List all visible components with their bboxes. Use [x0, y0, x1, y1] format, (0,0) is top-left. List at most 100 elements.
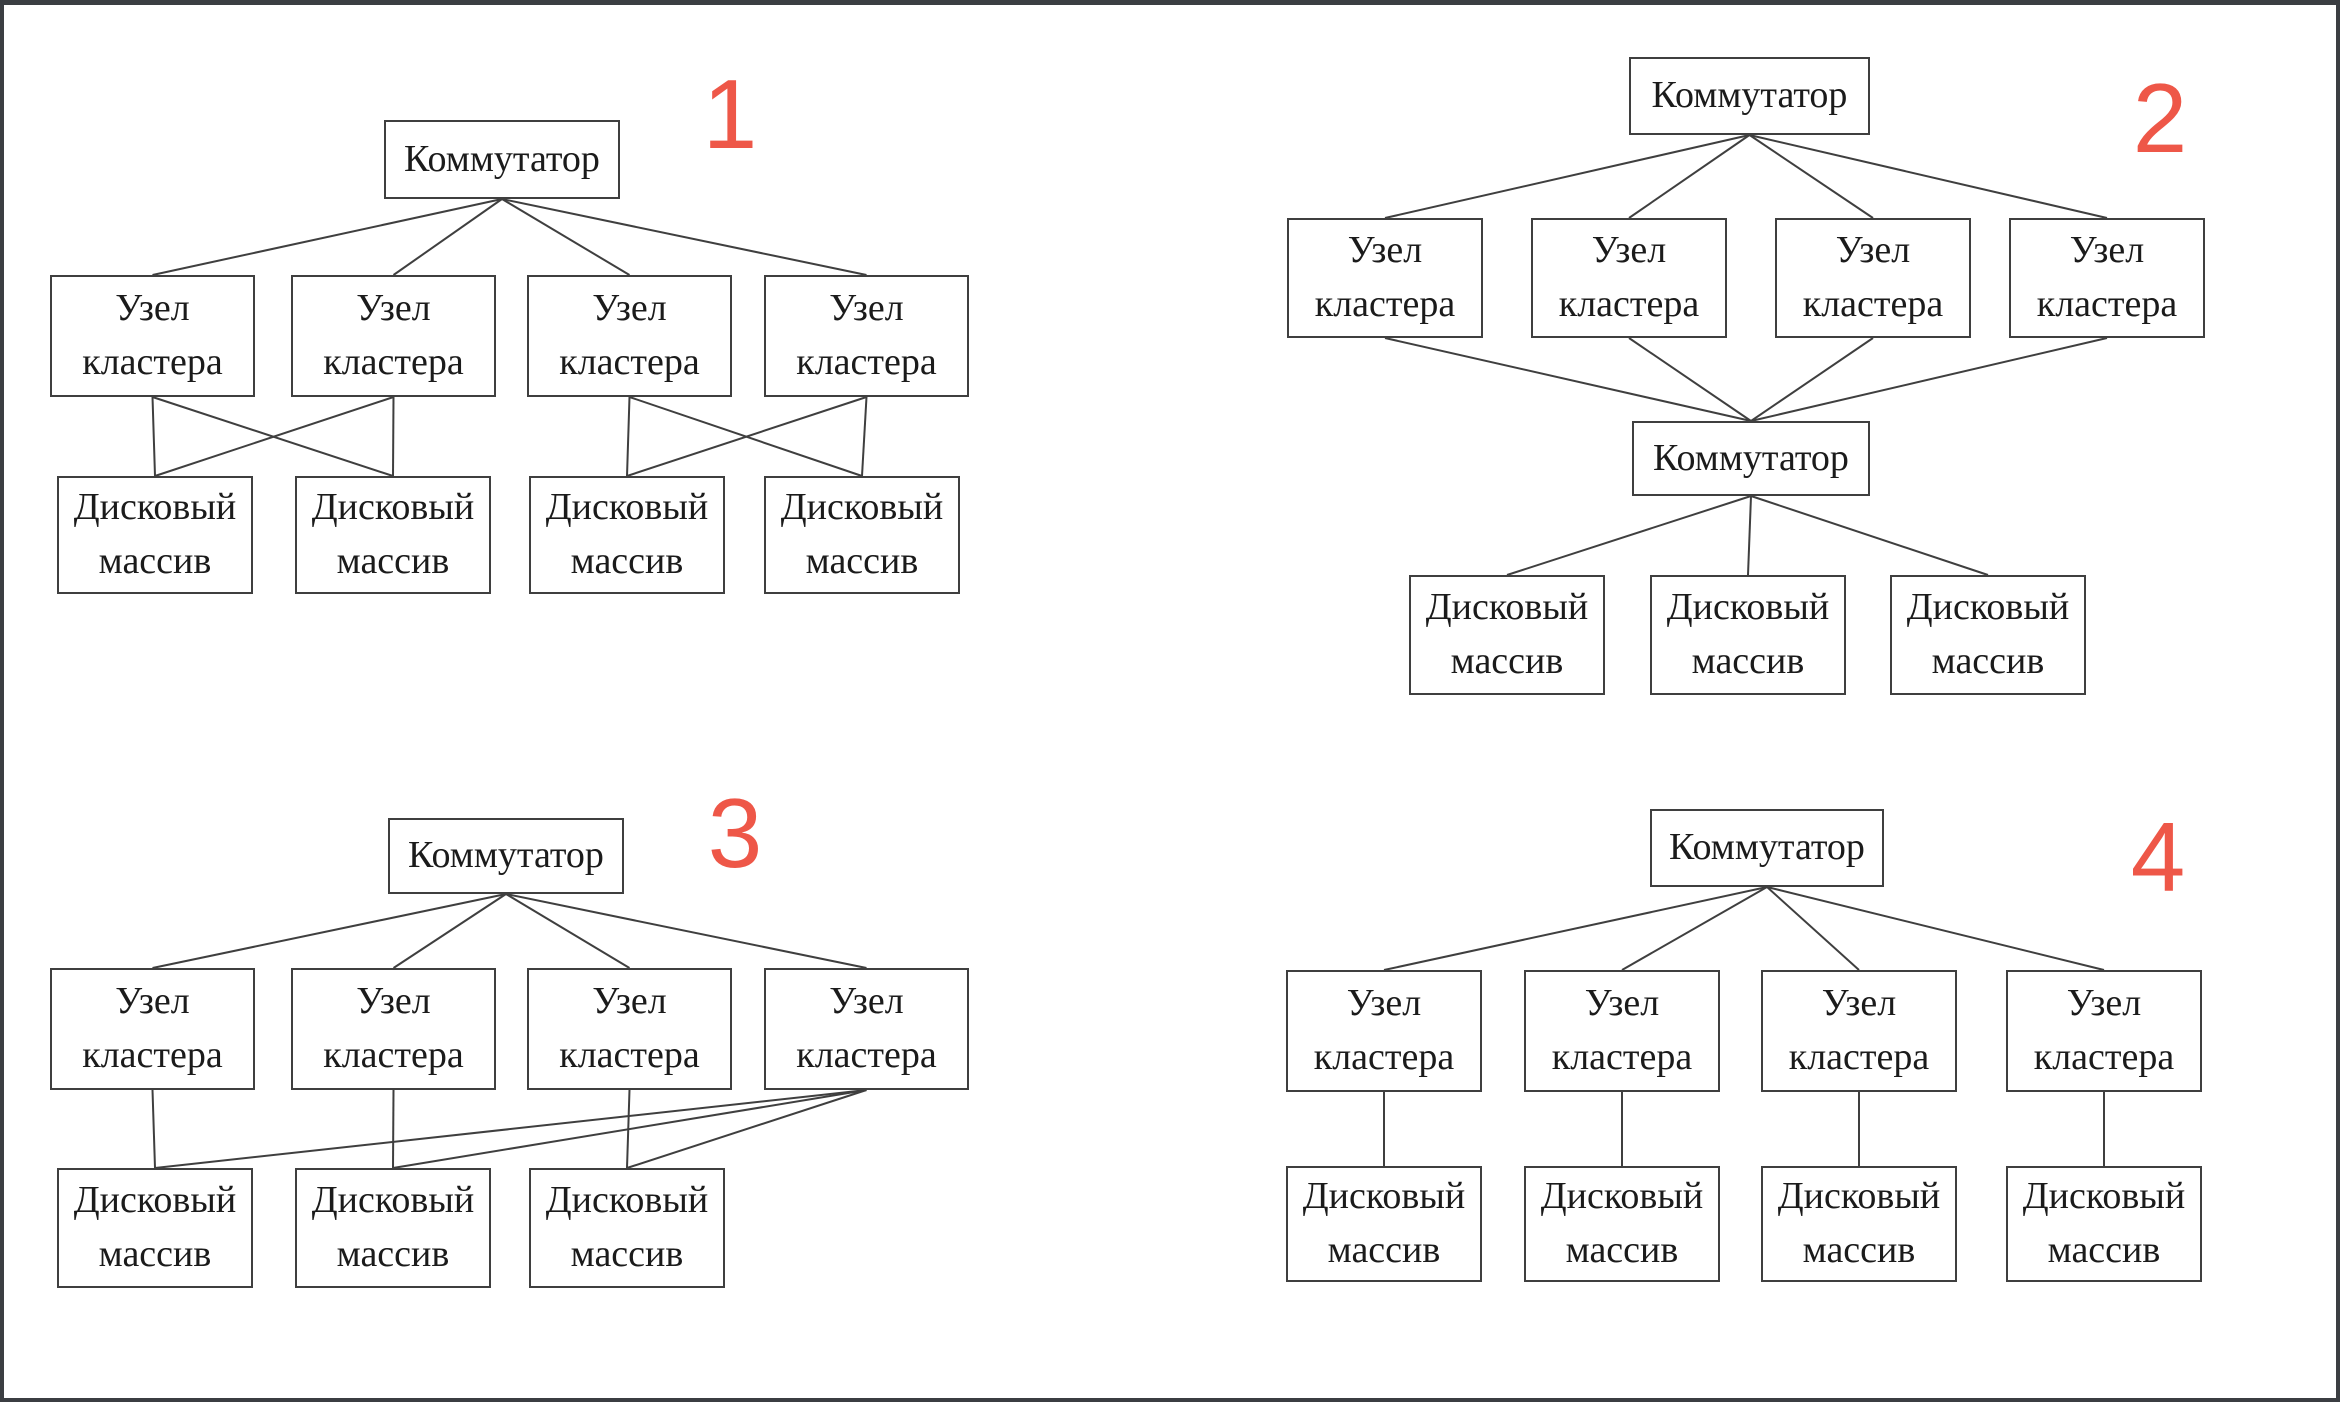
- box-label-line: Узел: [1346, 982, 1422, 1025]
- box-label-line: Дисковый: [311, 486, 475, 529]
- connection-line: [1628, 337, 1752, 422]
- box-label-line: Коммутатор: [1669, 826, 1865, 869]
- box-label-line: массив: [98, 1233, 212, 1275]
- box-label-line: Узел: [1821, 982, 1897, 1025]
- box-label-line: кластера: [82, 1034, 223, 1076]
- connection-line: [1750, 337, 1874, 422]
- box-label-line: кластера: [2036, 283, 2178, 325]
- connection-line: [1384, 134, 1750, 219]
- connection-line: [1749, 134, 2108, 219]
- switch-box: Коммутатор: [1650, 809, 1884, 887]
- switch-box: Коммутатор: [384, 120, 620, 199]
- connection-line: [626, 396, 631, 477]
- box-label-line: массив: [570, 540, 684, 582]
- box-label-line: Коммутатор: [404, 137, 600, 180]
- disk-box: Дисковый массив: [1409, 575, 1605, 695]
- connection-line: [861, 396, 868, 477]
- box-label-line: Дисковый: [1777, 1175, 1941, 1218]
- box-label-line: массив: [570, 1233, 684, 1275]
- node-box: Узел кластера: [1287, 218, 1483, 338]
- switch-box: Коммутатор: [1629, 57, 1870, 135]
- box-label-line: массив: [98, 540, 212, 582]
- box-label-line: Узел: [356, 287, 431, 330]
- box-label-line: массив: [1931, 640, 2045, 682]
- box-label-line: Коммутатор: [1653, 436, 1849, 479]
- connection-line: [1628, 134, 1751, 219]
- box-label-line: Дисковый: [73, 1179, 237, 1222]
- connection-line: [151, 396, 156, 477]
- box-label-line: массив: [1450, 640, 1564, 682]
- connection-line: [505, 893, 867, 969]
- box-label-line: кластера: [1314, 283, 1456, 325]
- box-label-line: массив: [1327, 1229, 1441, 1271]
- box-label-line: Узел: [2066, 982, 2142, 1025]
- node-box: Узел кластера: [1286, 970, 1482, 1092]
- box-label-line: Дисковый: [73, 486, 237, 529]
- diagram-number: 3: [707, 778, 763, 888]
- box-label-line: Дисковый: [1425, 586, 1589, 629]
- box-label-line: Узел: [1591, 229, 1667, 272]
- box-label-line: массив: [336, 540, 450, 582]
- box-label-line: Дисковый: [1906, 586, 2070, 629]
- connection-line: [626, 396, 867, 477]
- disk-box: Дисковый массив: [529, 1168, 725, 1288]
- connection-line: [1621, 886, 1768, 971]
- connection-line: [1750, 495, 1989, 576]
- connection-line: [392, 1089, 867, 1169]
- node-box: Узел кластера: [50, 968, 255, 1090]
- box-label-line: кластера: [559, 1034, 700, 1076]
- diagram-number: 4: [2130, 802, 2186, 912]
- box-label-line: кластера: [82, 341, 223, 383]
- box-label-line: кластера: [1313, 1036, 1455, 1078]
- box-label-line: кластера: [1802, 283, 1944, 325]
- connection-line: [501, 198, 631, 276]
- box-label-line: Коммутатор: [408, 834, 604, 877]
- box-label-line: Дисковый: [1666, 586, 1830, 629]
- box-label-line: Узел: [1584, 982, 1660, 1025]
- box-label-line: Дисковый: [1540, 1175, 1704, 1218]
- disk-box: Дисковый массив: [1650, 575, 1846, 695]
- connection-line: [152, 893, 507, 969]
- box-label-line: кластера: [1551, 1036, 1693, 1078]
- disk-box: Дисковый массив: [57, 1168, 253, 1288]
- node-box: Узел кластера: [2009, 218, 2205, 338]
- switch-box: Коммутатор: [1632, 421, 1870, 496]
- connection-line: [392, 396, 395, 477]
- box-label-line: массив: [336, 1233, 450, 1275]
- box-label-line: массив: [805, 540, 919, 582]
- connection-line: [501, 198, 867, 276]
- diagram-number: 1: [702, 59, 758, 169]
- box-label-line: Дисковый: [780, 486, 944, 529]
- connection-line: [392, 893, 507, 969]
- disk-box: Дисковый массив: [764, 476, 960, 594]
- box-label-line: Дисковый: [545, 1179, 709, 1222]
- diagram-number: 2: [2132, 63, 2188, 173]
- box-label-line: Узел: [115, 980, 190, 1023]
- connection-line: [1748, 134, 1874, 219]
- box-label-line: кластера: [559, 341, 700, 383]
- box-label-line: Узел: [2069, 229, 2145, 272]
- box-label-line: Дисковый: [2022, 1175, 2186, 1218]
- connection-line: [626, 1089, 867, 1169]
- box-label-line: Узел: [1347, 229, 1423, 272]
- connection-line: [154, 396, 394, 477]
- box-label-line: кластера: [323, 1034, 464, 1076]
- box-label-line: Коммутатор: [1651, 74, 1848, 117]
- connection-line: [151, 1089, 156, 1169]
- box-label-line: массив: [1691, 640, 1805, 682]
- box-label-line: Узел: [115, 287, 190, 330]
- connection-line: [392, 198, 503, 276]
